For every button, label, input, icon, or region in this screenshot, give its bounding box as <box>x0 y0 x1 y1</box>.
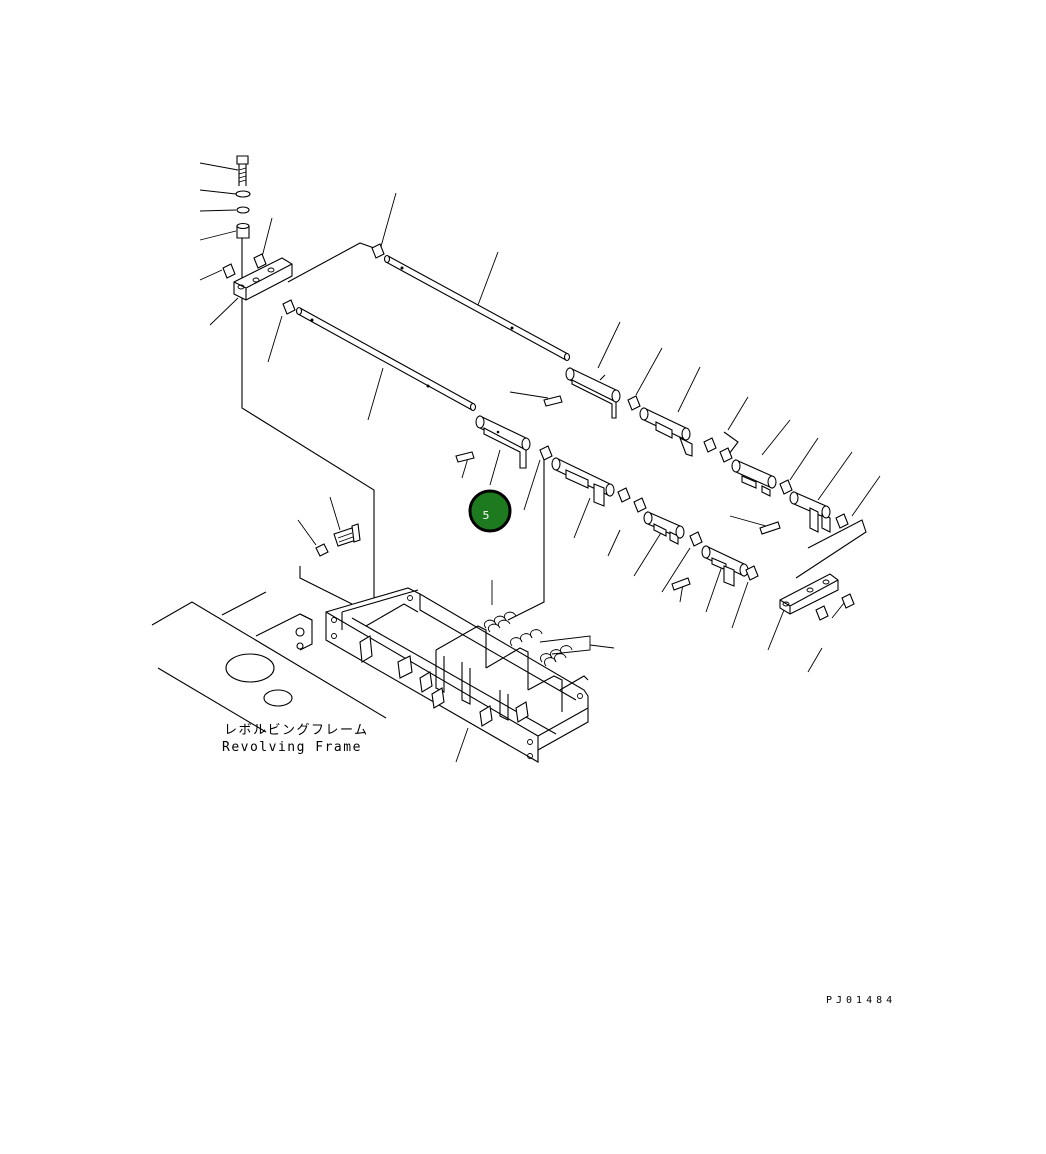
upper-rod <box>371 243 571 362</box>
assembly-lines <box>241 232 867 621</box>
left-bracket <box>233 257 296 315</box>
leader-lines <box>199 162 881 763</box>
revolving-frame <box>151 591 387 733</box>
upper-lever-row <box>543 367 849 535</box>
lower-lever-row <box>455 415 759 591</box>
right-bracket <box>779 573 855 621</box>
callout-5[interactable]: 5 <box>468 489 512 533</box>
bolt-stack <box>222 155 267 279</box>
lower-rod <box>295 306 477 412</box>
base-frame <box>325 587 589 763</box>
callout-circle <box>468 489 512 533</box>
frame-label-en: Revolving Frame <box>222 740 362 755</box>
drawing-code: PJ01484 <box>826 995 896 1006</box>
side-bolt <box>315 523 361 557</box>
frame-label-jp: レボルビングフレーム <box>224 723 369 738</box>
springs <box>484 611 591 667</box>
callout-number: 5 <box>483 509 490 522</box>
